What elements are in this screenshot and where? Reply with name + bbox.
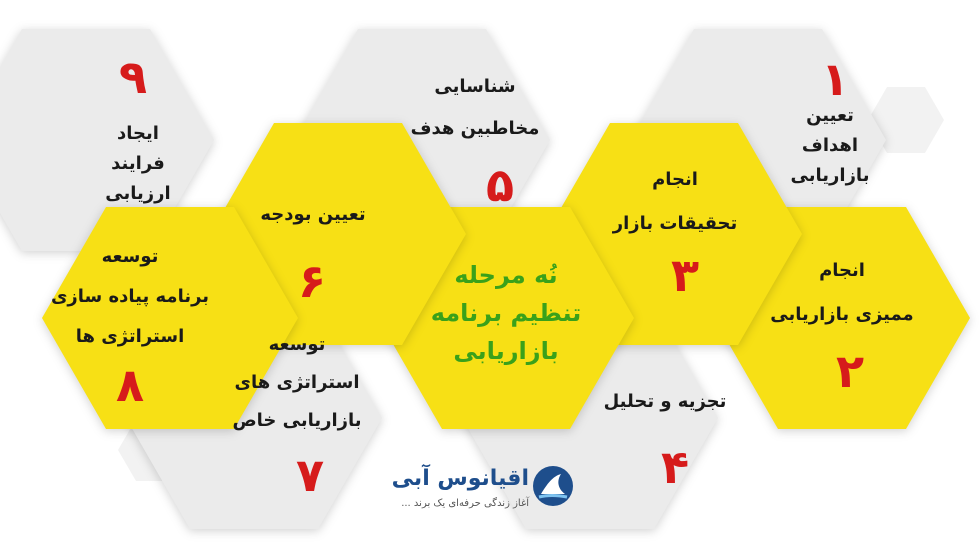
step-number: ۷	[295, 448, 325, 502]
logo-tagline: آغاز زندگی حرفه‌ای یک برند ...	[401, 498, 529, 509]
step-label-line: توسعه	[268, 334, 326, 355]
step-label-line: ممیزی بازاریابی	[770, 304, 914, 325]
step-label-line: استراتژی ها	[75, 326, 185, 347]
step-label-line: فرایند	[111, 153, 165, 174]
step-label-line: ارزیابی	[105, 183, 171, 204]
step-label: توسعه برنامه پیاده سازی استراتژی ها	[30, 242, 230, 352]
step-label: انجام ممیزی بازاریابی	[752, 256, 932, 330]
step-label-line: استراتژی های	[234, 372, 360, 393]
step-label-line: تعیین	[806, 105, 854, 126]
step-number: ۹	[118, 50, 148, 104]
step-label: تعیین بودجه	[260, 204, 366, 225]
step-label-line: ایجاد	[117, 123, 159, 144]
step-label-line: بازاریابی	[790, 165, 870, 186]
step-number: ۶	[297, 254, 327, 308]
step-label: تجزیه و تحلیل	[603, 391, 727, 412]
logo-name: اقیانوس آبی	[391, 466, 529, 491]
wave-logo-icon	[533, 466, 573, 506]
step-number: ۳	[670, 248, 700, 302]
step-label-line: انجام	[652, 169, 698, 190]
step-label-line: تحقیقات بازار	[612, 213, 738, 234]
step-number: ۵	[485, 158, 515, 212]
center-title: نُه مرحله تنظیم برنامه بازاریابی	[396, 256, 616, 370]
step-label: شناسایی مخاطبین هدف	[390, 72, 560, 144]
step-label: انجام تحقیقات بازار	[595, 165, 755, 239]
step-label-line: انجام	[819, 260, 865, 281]
step-label-line: شناسایی	[434, 76, 516, 97]
step-label-line: برنامه پیاده سازی	[50, 286, 210, 307]
step-label: تعیین اهداف بازاریابی	[760, 101, 900, 191]
decor-hexagon	[868, 87, 944, 153]
hexagon-step-9	[0, 29, 214, 251]
step-label-line: مخاطبین هدف	[410, 118, 540, 139]
step-number: ۲	[835, 344, 865, 398]
step-number: ۴	[660, 440, 690, 494]
step-number: ۸	[115, 358, 145, 412]
step-label-line: بازاریابی خاص	[232, 410, 362, 431]
center-title-line: تنظیم برنامه	[430, 299, 582, 327]
step-label: ایجاد فرایند ارزیابی	[78, 119, 198, 209]
step-label: توسعه استراتژی های بازاریابی خاص	[222, 330, 372, 436]
step-label-line: اهداف	[801, 135, 859, 156]
hexagon-step-8	[42, 207, 298, 429]
step-number: ۱	[820, 52, 850, 106]
center-title-line: نُه مرحله	[454, 261, 558, 289]
center-title-line: بازاریابی	[453, 337, 559, 365]
step-label-line: توسعه	[101, 246, 159, 267]
brand-logo: اقیانوس آبی آغاز زندگی حرفه‌ای یک برند .…	[391, 462, 575, 526]
